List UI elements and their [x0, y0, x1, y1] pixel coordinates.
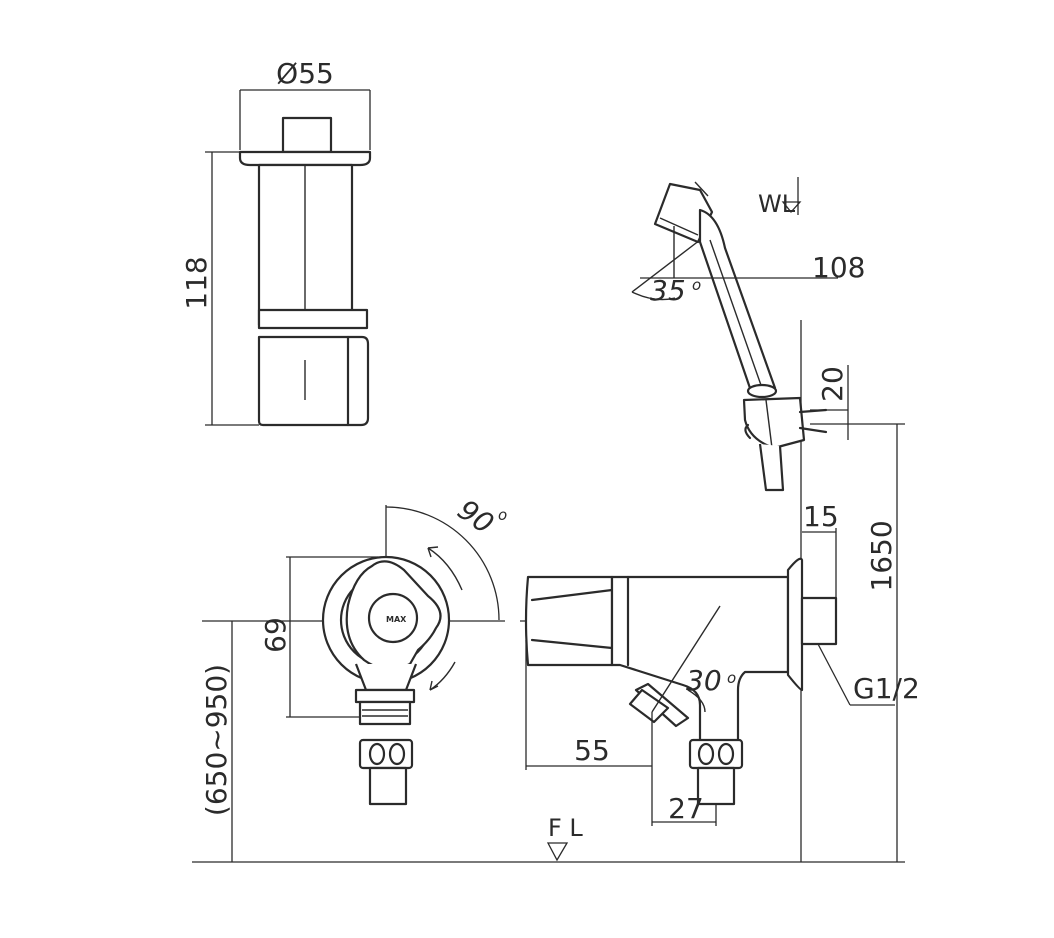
mixer-front-view: 69 (650~950) 90 o MAX — [200, 493, 507, 862]
thread-label: G1/2 — [853, 672, 920, 705]
mount-range-label: (650~950) — [200, 664, 233, 816]
diameter-label: Ø55 — [276, 57, 334, 90]
spout-angle-degree: o — [727, 669, 736, 687]
cartridge-view: Ø55 118 — [180, 57, 372, 427]
offset-27-label: 27 — [668, 792, 704, 825]
wall-15-label: 15 — [803, 500, 839, 533]
floor-level: F L — [192, 814, 905, 863]
mixer-side-view: 15 G1/2 30 o 55 27 — [520, 500, 920, 826]
handle-rotation-degree: o — [498, 506, 507, 524]
height-118-label: 118 — [180, 256, 213, 309]
floor-label: F L — [548, 814, 583, 842]
shower-head-view: WL 35 o 108 20 1650 — [631, 177, 905, 862]
shower-angle-degree: o — [692, 276, 701, 294]
hose-108-label: 108 — [812, 251, 865, 284]
depth-55-label: 55 — [574, 734, 610, 767]
height-69-label: 69 — [259, 617, 292, 653]
water-level-label: WL — [758, 190, 796, 218]
brand-mark: MAX — [386, 615, 407, 624]
bracket-20-label: 20 — [816, 366, 849, 402]
wall-height-1650-label: 1650 — [865, 520, 898, 591]
shower-angle-label: 35 — [650, 274, 686, 307]
spout-angle-label: 30 — [686, 664, 722, 697]
